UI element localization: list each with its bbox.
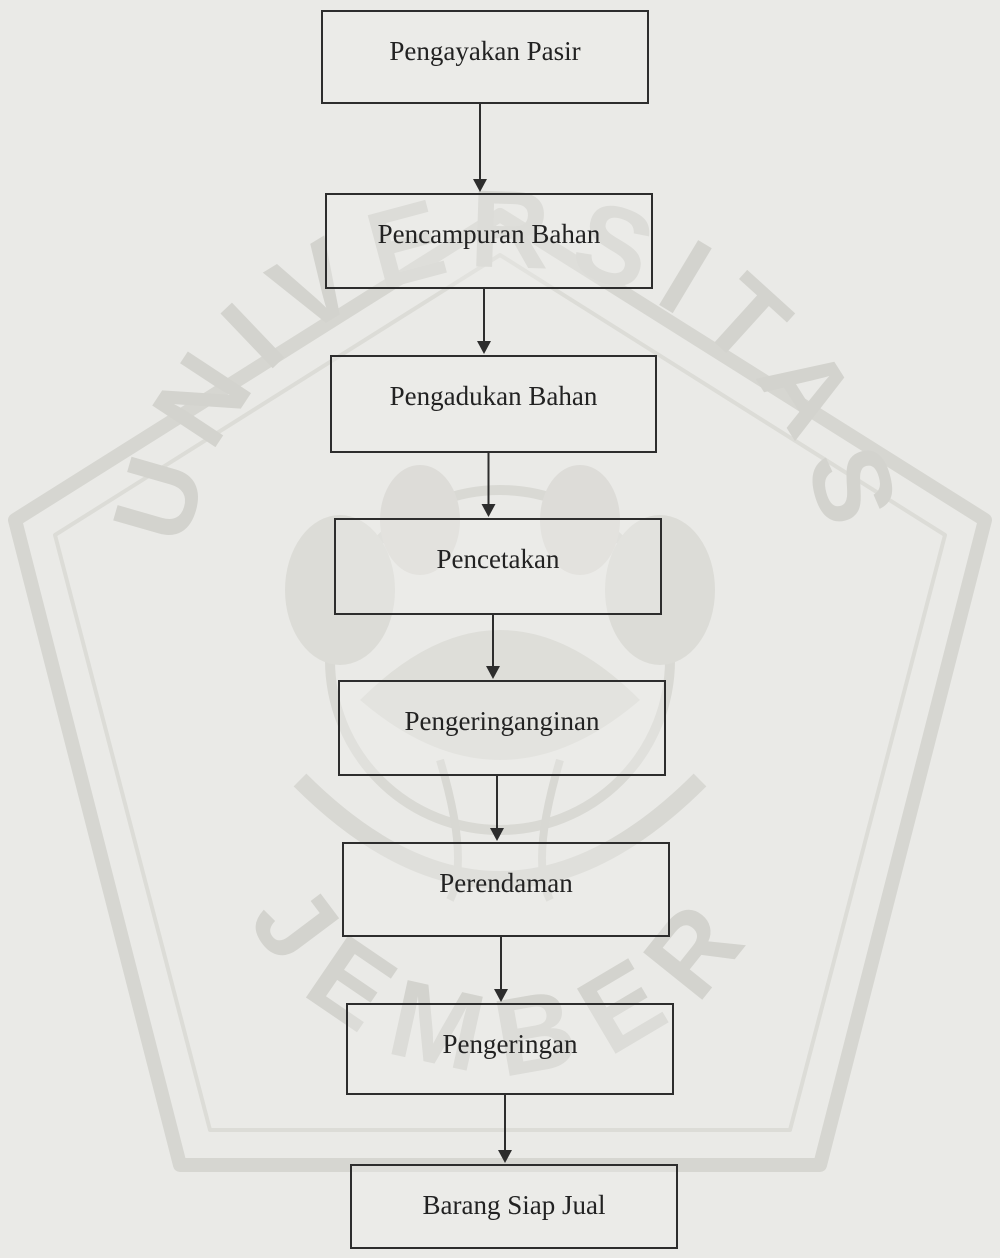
flow-arrow: [473, 104, 487, 192]
flow-arrow: [481, 453, 496, 517]
step-box-material-mixing: Pencampuran Bahan: [325, 193, 653, 289]
step-box-soaking: Perendaman: [342, 842, 670, 937]
flow-arrow: [490, 776, 504, 841]
step-box-material-stirring: Pengadukan Bahan: [330, 355, 657, 453]
step-box-sand-sieving: Pengayakan Pasir: [321, 10, 649, 104]
step-label: Barang Siap Jual: [422, 1190, 606, 1220]
step-label: Pencampuran Bahan: [377, 219, 601, 249]
step-label: Pengeringan: [442, 1029, 578, 1059]
step-label: Pencetakan: [436, 544, 560, 574]
step-box-air-drying: Pengeringanginan: [338, 680, 666, 776]
flow-arrow: [498, 1095, 512, 1163]
step-box-molding: Pencetakan: [334, 518, 662, 615]
step-box-ready-to-sell: Barang Siap Jual: [350, 1164, 678, 1249]
step-box-drying: Pengeringan: [346, 1003, 674, 1095]
step-label: Pengayakan Pasir: [389, 36, 581, 66]
flow-arrow: [494, 937, 508, 1002]
flow-arrow: [486, 615, 500, 679]
step-label: Pengeringanginan: [404, 706, 600, 736]
step-label: Pengadukan Bahan: [389, 381, 598, 411]
flow-arrow: [477, 289, 491, 354]
step-label: Perendaman: [439, 868, 573, 898]
